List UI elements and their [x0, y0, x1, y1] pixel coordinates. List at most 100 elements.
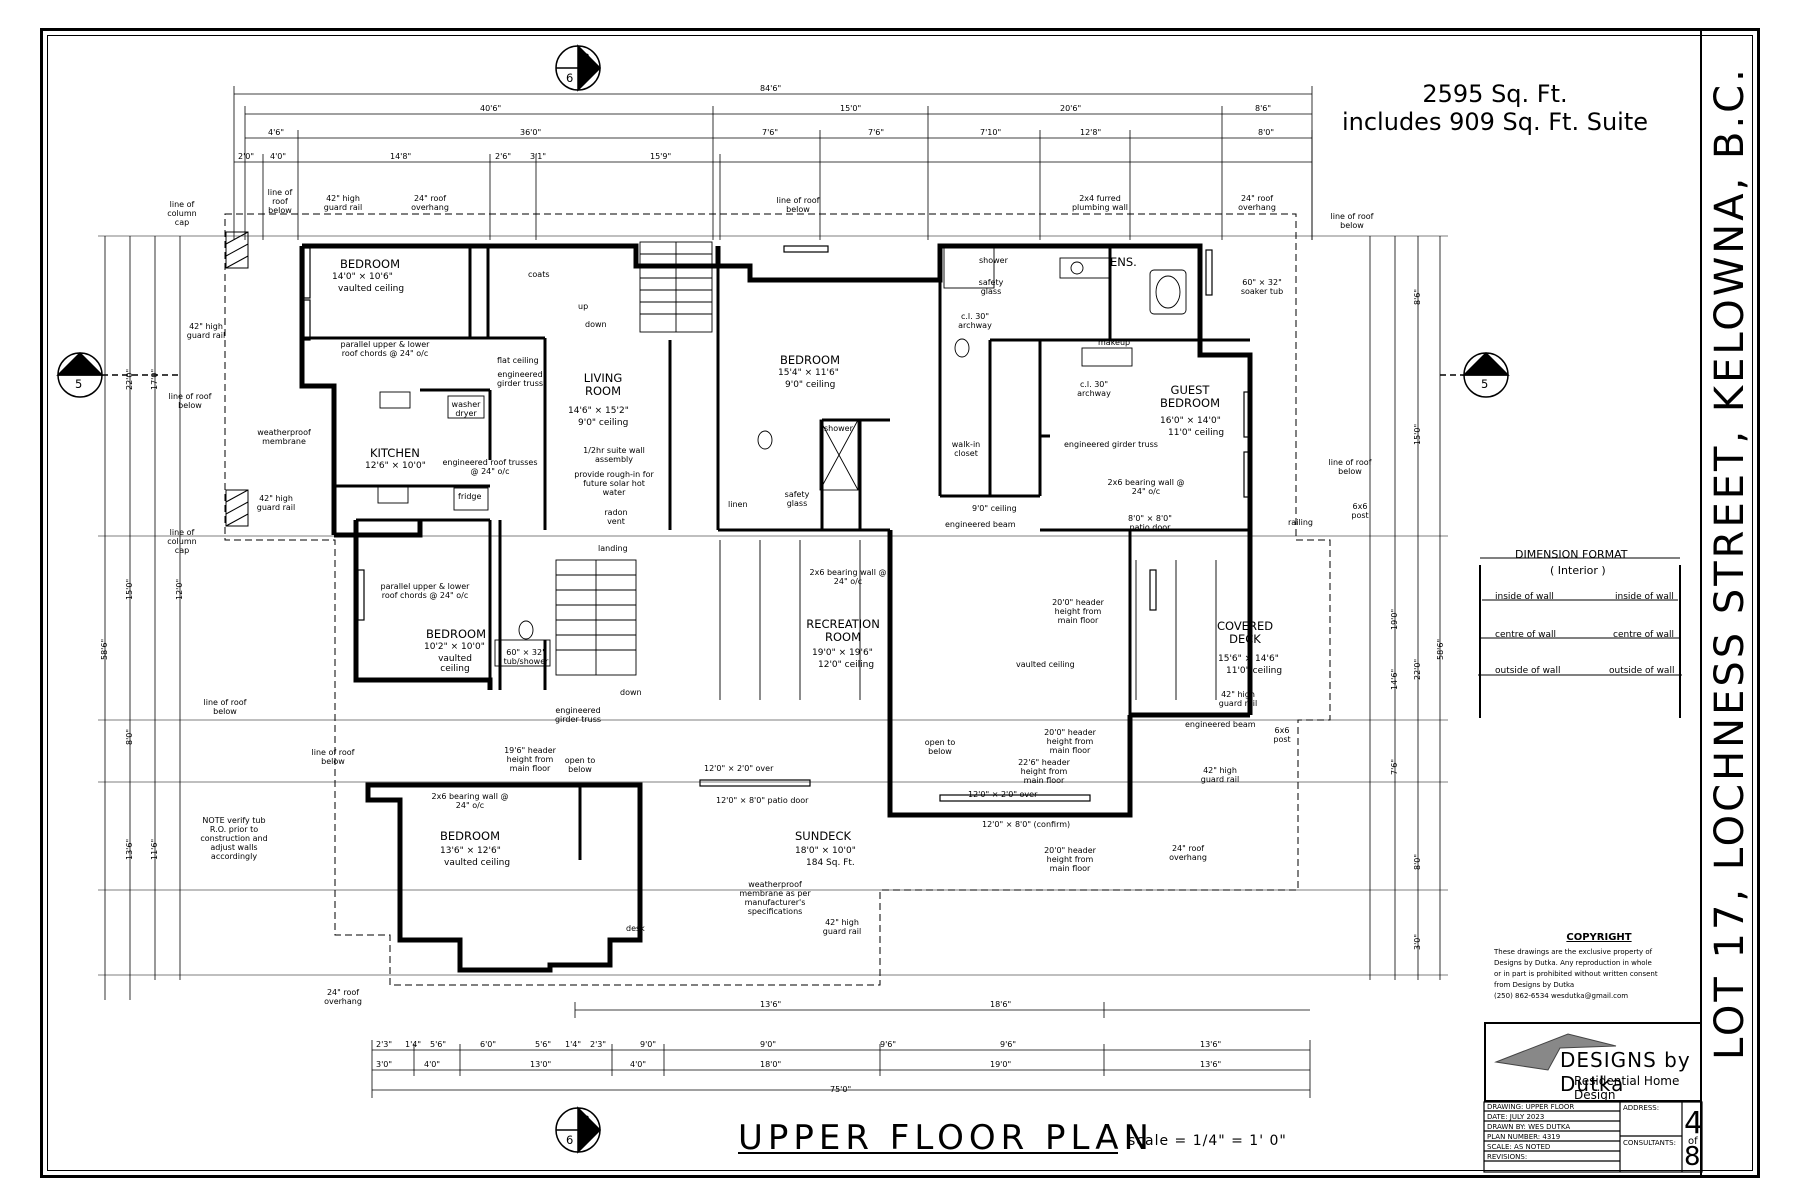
note-ceiling-9: 9'0" ceiling: [972, 504, 1017, 513]
note-shower-2: shower: [824, 424, 853, 433]
dim-left-1: 17'0": [150, 368, 159, 390]
dim-top-row4-3: 2'6": [495, 152, 512, 161]
note-linen: linen: [728, 500, 748, 509]
copyright-line4: from Designs by Dutka: [1494, 981, 1575, 989]
note-makeup: makeup: [1098, 338, 1131, 347]
note-roof-below-w: line of roof below: [168, 392, 212, 410]
note-header-19: 19'6" header height from main floor: [504, 746, 556, 773]
title-strip: [1700, 31, 1758, 1175]
note-open-below-2: open to below: [924, 738, 956, 756]
plan-title-underline: [738, 1152, 1118, 1154]
room-recreation-note: 12'0" ceiling: [818, 660, 875, 670]
tb-address: ADDRESS:: [1623, 1104, 1660, 1112]
note-roof-below-sw: line of roof below: [203, 698, 247, 716]
note-guard-rail-deck: 42" high guard rail: [1218, 690, 1258, 708]
copyright-line5: (250) 862-6534 wesdutka@gmail.com: [1494, 992, 1629, 1000]
room-bedroom-s-note: vaulted ceiling: [444, 858, 511, 868]
note-furred-plumbing: 2x4 furred plumbing wall: [1071, 194, 1129, 212]
dim-left-0: 22'0": [125, 368, 134, 390]
note-washer-dryer: washer dryer: [451, 400, 481, 418]
plan-scale: scale = 1/4" = 1' 0": [1128, 1133, 1287, 1149]
room-bedroom-sw-size: 10'2" × 10'0": [424, 642, 485, 652]
room-bedroom-sw-name: BEDROOM: [426, 627, 487, 641]
note-post-ne: 6x6 post: [1351, 502, 1369, 520]
copyright-heading: COPYRIGHT: [1566, 932, 1632, 943]
note-flat-ceiling: flat ceiling: [497, 356, 539, 365]
dimension-format-legend: DIMENSION FORMAT ( Interior ) inside of …: [1475, 548, 1695, 718]
room-sundeck-name: SUNDECK: [795, 829, 852, 843]
note-parallel-chords-1: parallel upper & lower roof chords @ 24"…: [340, 340, 430, 358]
note-down-1: down: [585, 320, 607, 329]
firm-logo-box: DESIGNS by Dutka Residential Home Design: [1484, 1022, 1702, 1102]
note-post-se: 6x6 post: [1273, 726, 1291, 744]
dim-bottom1-4: 5'6": [535, 1040, 552, 1049]
dim-bottom1-9: 9'6": [880, 1040, 897, 1049]
dim-top-row3-5: 12'8": [1080, 128, 1102, 137]
note-header-20-3: 20'0" header height from main floor: [1044, 846, 1096, 873]
dim-bottom1-6: 2'3": [590, 1040, 607, 1049]
tb-sheet-number: 4: [1684, 1106, 1704, 1141]
dim-right-3: 22'0": [1413, 658, 1422, 680]
room-living-name: LIVING ROOM: [583, 371, 623, 398]
firm-tagline: Residential Home Design: [1574, 1074, 1680, 1102]
dim-top-row3-1: 36'0": [520, 128, 542, 137]
note-column-cap-n: line of column cap: [167, 200, 197, 227]
note-bearing-wall-3: 2x6 bearing wall @ 24" o/c: [431, 792, 509, 810]
note-safety-glass-2: safety glass: [784, 490, 810, 508]
dimfmt-outside-left: outside of wall: [1495, 666, 1561, 676]
dim-right-6: 8'0": [1413, 853, 1422, 870]
note-window-12x2-2: 12'0" × 2'0" over: [968, 790, 1038, 799]
note-rough-in: provide rough-in for future solar hot wa…: [574, 470, 654, 497]
room-bedroom-nw-note: vaulted ceiling: [338, 284, 405, 294]
area-total: 2595 Sq. Ft.: [1422, 80, 1568, 108]
room-kitchen-name: KITCHEN: [370, 446, 420, 460]
copyright-line1: These drawings are the exclusive propert…: [1494, 948, 1653, 956]
room-covered-deck-size: 15'6" × 14'6": [1218, 654, 1279, 664]
dim-bottom1-0: 2'3": [376, 1040, 393, 1049]
dim-right-2: 19'0": [1390, 608, 1399, 630]
note-header-20-1: 20'0" header height from main floor: [1052, 598, 1104, 625]
section-a-letter-left: A: [75, 359, 83, 373]
note-header-22: 22'6" header height from main floor: [1018, 758, 1070, 785]
section-b-sheet-bottom: 6: [566, 1133, 574, 1147]
note-down-2: down: [620, 688, 642, 697]
dim-top-row4-1: 4'0": [270, 152, 287, 161]
note-roof-below-nw: line of roof below: [267, 188, 293, 215]
dim-bottom1-11: 13'6": [1200, 1040, 1222, 1049]
note-eng-beam-1: engineered beam: [945, 520, 1016, 529]
note-roof-below-n: line of roof below: [776, 196, 820, 214]
room-recreation-name: RECREATION ROOM: [806, 617, 880, 644]
room-bedroom-n-name: BEDROOM: [780, 353, 841, 367]
dim-bottom2-5: 19'0": [990, 1060, 1012, 1069]
dim-top-row4-4: 3'1": [530, 152, 547, 161]
room-kitchen-size: 12'6" × 10'0": [365, 461, 426, 471]
dim-bottom2-2: 13'0": [530, 1060, 552, 1069]
dimfmt-outside-right: outside of wall: [1609, 666, 1675, 676]
dim-right-4: 14'6": [1390, 668, 1399, 690]
copyright-line2: Designs by Dutka. Any reproduction in wh…: [1494, 959, 1652, 967]
dim-right-1: 15'0": [1413, 423, 1422, 445]
dimension-format-heading: DIMENSION FORMAT: [1515, 548, 1628, 561]
note-parallel-chords-2: parallel upper & lower roof chords @ 24"…: [380, 582, 470, 600]
dim-left-4: 8'0": [125, 728, 134, 745]
note-tub-shower: 60" × 32" tub/shower: [503, 648, 549, 666]
dim-bottom2-6: 13'6": [1200, 1060, 1222, 1069]
room-bedroom-s-name: BEDROOM: [440, 829, 501, 843]
room-bedroom-nw-name: BEDROOM: [340, 257, 401, 271]
section-b-letter-bottom: B: [582, 1113, 590, 1127]
note-weatherproof: weatherproof membrane: [257, 428, 311, 446]
note-safety-glass-1: safety glass: [978, 278, 1004, 296]
tb-drawn-by: DRAWN BY: WES DUTKA: [1487, 1123, 1571, 1131]
note-open-below-1: open to below: [564, 756, 596, 774]
dim-top-row4-0: 2'0": [238, 152, 255, 161]
room-guest-size: 16'0" × 14'0": [1160, 416, 1221, 426]
note-guard-rail-sw: 42" high guard rail: [256, 494, 296, 512]
dim-top-row2-1: 15'0": [840, 104, 862, 113]
plan-title: UPPER FLOOR PLAN: [738, 1118, 1154, 1158]
dim-bottom1-3: 6'0": [480, 1040, 497, 1049]
room-living-note: 9'0" ceiling: [578, 418, 629, 428]
title-block: DRAWING: UPPER FLOOR DATE: JULY 2023 DRA…: [1484, 1102, 1704, 1172]
note-roof-below-ne: line of roof below: [1330, 212, 1374, 230]
dim-top-row3-0: 4'6": [268, 128, 285, 137]
